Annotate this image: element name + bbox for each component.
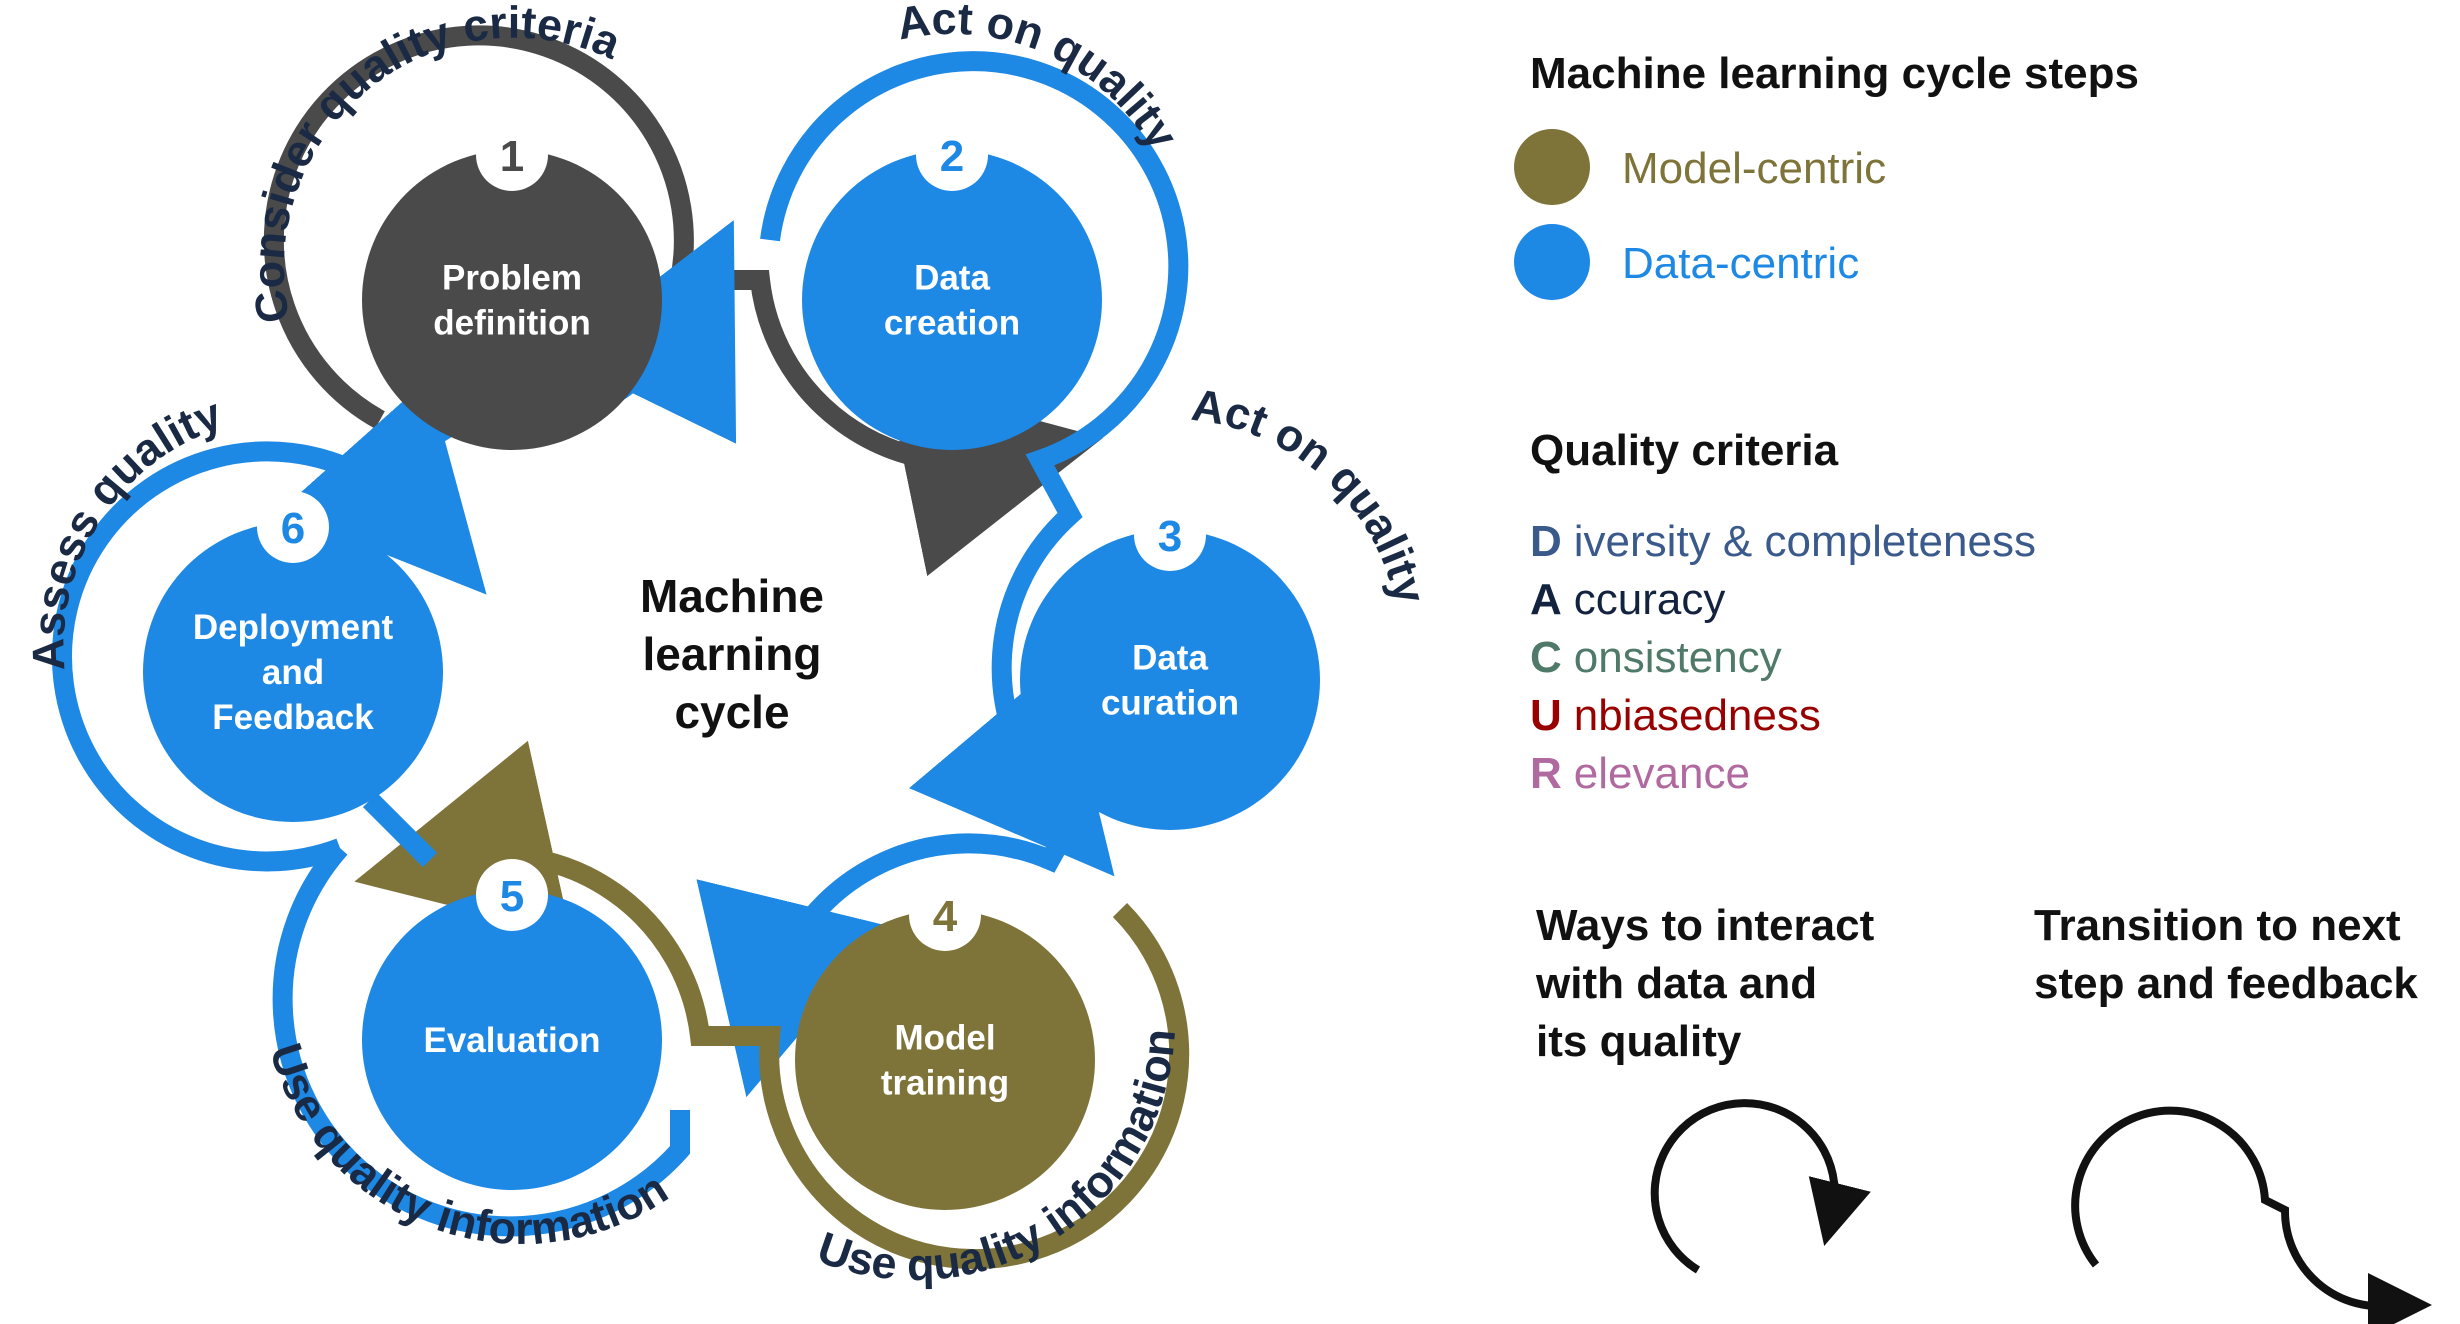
center-title-line-2: learning [643, 628, 822, 680]
transition-wave-icon [2071, 1106, 2432, 1324]
step-2-number: 2 [940, 132, 964, 181]
step-6-label-line-2: and [262, 653, 324, 692]
step-3-circle [1020, 530, 1320, 830]
step-2-label-line-1: Data [914, 259, 990, 298]
step-2-label-line-2: creation [884, 304, 1020, 343]
transition-arrow-5-6-link [362, 792, 438, 868]
legend-dot-data-centric [1514, 224, 1590, 300]
step-2-circle [802, 150, 1102, 450]
step-1-circle [362, 150, 662, 450]
quality-item-text: elevance [1574, 749, 1750, 798]
interact-label-line-3: its quality [1536, 1017, 1742, 1066]
interact-label-line-2: with data and [1535, 959, 1817, 1008]
step-4-badge [909, 879, 981, 951]
step-3-number: 3 [1158, 512, 1182, 561]
transition-ribbons [52, 25, 1190, 1270]
step-3-label-line-2: curation [1101, 684, 1239, 723]
step-4-number: 4 [933, 892, 958, 941]
step-1-badge [476, 119, 548, 191]
quality-item-text: onsistency [1574, 633, 1782, 682]
step-3-badge [1134, 499, 1206, 571]
step-5-number: 5 [500, 872, 524, 921]
transition-arrow-1-2 [263, 25, 1103, 577]
quality-item-letter: C [1530, 633, 1562, 682]
center-title-line-3: cycle [674, 686, 789, 738]
step-6-label-line-3: Feedback [212, 698, 374, 737]
transition-arrow-3-4 [696, 801, 1089, 1098]
quality-item-text: iversity & completeness [1574, 517, 2036, 566]
step-6-label-line-1: Deployment [193, 608, 394, 647]
transition-arrow-6-1 [52, 378, 487, 872]
quality-item-letter: D [1530, 517, 1562, 566]
step-4-label-line-1: Model [894, 1019, 995, 1058]
transition-arrow-5-6 [272, 841, 690, 1237]
quality-criteria-title: Quality criteria [1530, 426, 1839, 475]
transition-label-line-1: Transition to next [2034, 901, 2401, 950]
transition-label-line-2: step and feedback [2034, 959, 2418, 1008]
step-5-label-line-1: Evaluation [424, 1021, 601, 1060]
quality-item-text: ccuracy [1574, 575, 1726, 624]
ways-legend: Ways to interact with data and its quali… [1535, 901, 2432, 1324]
step-6-circle [143, 522, 443, 822]
step-3-label-line-1: Data [1132, 639, 1208, 678]
step-2-badge [916, 119, 988, 191]
transition-arrow-2-3 [760, 51, 1189, 877]
legend-title: Machine learning cycle steps [1530, 49, 2139, 98]
step-1-label-line-1: Problem [442, 259, 582, 298]
quality-item-letter: A [1530, 575, 1562, 624]
step-4-circle [795, 910, 1095, 1210]
legend-label-data-centric: Data-centric [1622, 239, 1859, 288]
step-6-badge [257, 491, 329, 563]
center-title-line-1: Machine [640, 570, 824, 622]
step-5-badge [476, 859, 548, 931]
interact-loop-icon [1650, 1099, 1871, 1274]
quality-item-letter: R [1530, 749, 1562, 798]
quality-item-letter: U [1530, 691, 1562, 740]
transition-arrow-4-5 [354, 740, 1190, 1270]
step-1-label-line-2: definition [433, 304, 590, 343]
step-4-label-line-2: training [881, 1064, 1009, 1103]
interact-label-line-1: Ways to interact [1536, 901, 1875, 950]
step-6-number: 6 [281, 504, 305, 553]
step-1-number: 1 [500, 132, 524, 181]
legend-label-model-centric: Model-centric [1622, 144, 1886, 193]
legend: Machine learning cycle steps Model-centr… [1514, 49, 2139, 300]
cycle-steps: 1Problemdefinition2Datacreation3Datacura… [143, 119, 1320, 1210]
quality-item-text: nbiasedness [1574, 691, 1821, 740]
center-title: Machine learning cycle [640, 570, 824, 738]
step-5-circle [362, 890, 662, 1190]
legend-dot-model-centric [1514, 129, 1590, 205]
